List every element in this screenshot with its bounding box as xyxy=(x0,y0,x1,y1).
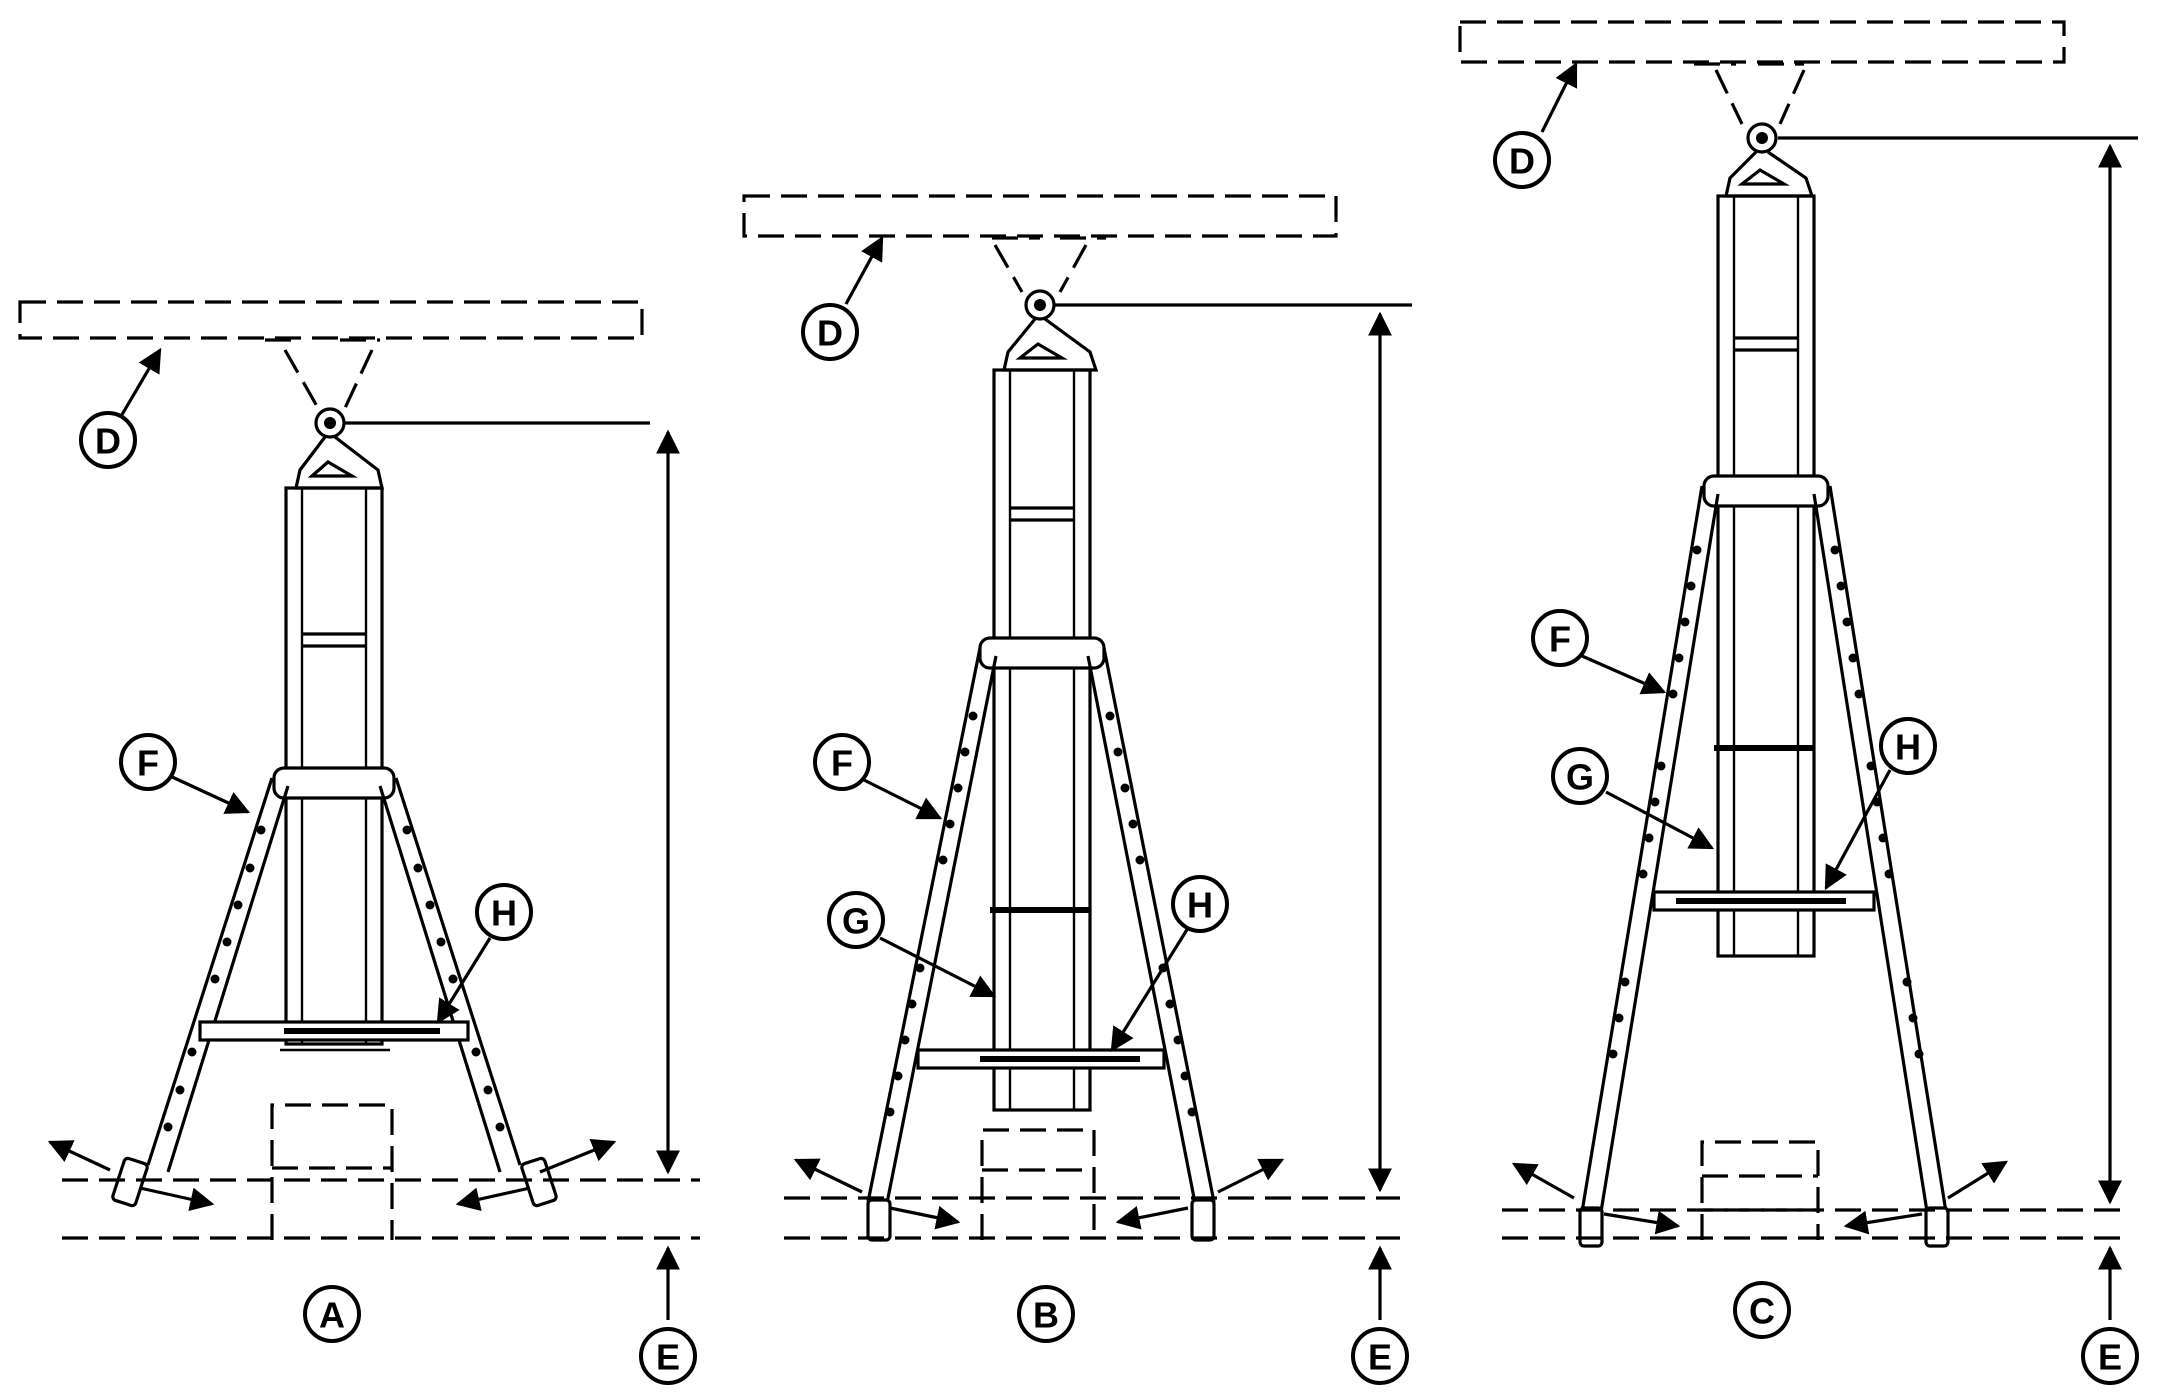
leg-right-a xyxy=(378,777,522,1173)
panel-b xyxy=(742,194,1412,1320)
svg-text:D: D xyxy=(95,421,121,462)
lifting-eye-a xyxy=(294,435,384,490)
foot-right-c xyxy=(1924,1206,1950,1248)
load-beam-a xyxy=(18,300,644,340)
panel-a xyxy=(18,300,700,1320)
callout-e-c: E xyxy=(2081,1327,2139,1385)
foot-left-b xyxy=(866,1198,892,1242)
svg-text:H: H xyxy=(491,893,517,934)
mast-c xyxy=(1716,194,1816,958)
panel-label-c: C xyxy=(1733,1281,1791,1339)
svg-text:G: G xyxy=(1566,757,1594,798)
foot-right-a xyxy=(520,1156,558,1208)
panel-label-a: A xyxy=(303,1285,361,1343)
load-beam-c xyxy=(1458,20,2066,64)
callout-f-b: F xyxy=(813,733,871,791)
callout-h-c: H xyxy=(1879,717,1937,775)
support-block-b xyxy=(980,1128,1096,1240)
svg-text:E: E xyxy=(656,1337,680,1378)
panel-label-b: B xyxy=(1017,1285,1075,1343)
svg-text:H: H xyxy=(1187,885,1213,926)
sling-b xyxy=(993,244,1088,293)
support-block-c xyxy=(1700,1140,1820,1240)
svg-text:F: F xyxy=(831,743,853,784)
mast-a xyxy=(284,486,384,1046)
svg-text:A: A xyxy=(319,1295,345,1336)
callout-e-a: E xyxy=(639,1327,697,1385)
svg-text:E: E xyxy=(1368,1337,1392,1378)
foot-right-b xyxy=(1190,1198,1216,1242)
collar-c xyxy=(1702,474,1830,508)
callout-d-b: D xyxy=(801,303,859,361)
callout-g-b: G xyxy=(827,891,885,949)
svg-text:F: F xyxy=(1549,619,1571,660)
leg-left-a xyxy=(146,777,290,1173)
sling-a xyxy=(283,349,374,409)
panel-c xyxy=(1458,20,2138,1320)
lifting-eye-b xyxy=(1002,317,1099,372)
callout-h-a: H xyxy=(475,883,533,941)
leg-holes-c xyxy=(1608,545,1924,1059)
callout-f-a: F xyxy=(119,733,177,791)
svg-text:H: H xyxy=(1895,727,1921,768)
svg-text:E: E xyxy=(2098,1337,2122,1378)
callout-h-b: H xyxy=(1171,875,1229,933)
leg-left-c xyxy=(1580,485,1720,1219)
leg-left-b xyxy=(866,647,998,1209)
svg-text:D: D xyxy=(1509,141,1535,182)
svg-text:B: B xyxy=(1033,1295,1059,1336)
callout-d-c: D xyxy=(1493,131,1551,189)
callout-d-a: D xyxy=(79,411,137,469)
foot-left-a xyxy=(111,1156,149,1208)
callout-g-c: G xyxy=(1551,747,1609,805)
load-beam-b xyxy=(742,194,1338,238)
svg-text:C: C xyxy=(1749,1291,1775,1332)
svg-text:F: F xyxy=(137,743,159,784)
leg-holes-b xyxy=(885,711,1197,1117)
leg-right-c xyxy=(1812,485,1948,1219)
callout-e-b: E xyxy=(1351,1327,1409,1385)
sling-c xyxy=(1714,69,1806,125)
leg-holes-a xyxy=(163,825,505,1132)
mast-b xyxy=(992,368,1092,1112)
collar-a xyxy=(272,766,396,800)
collar-b xyxy=(978,636,1106,670)
callout-f-c: F xyxy=(1531,609,1589,667)
support-block-a xyxy=(270,1103,394,1240)
svg-text:G: G xyxy=(842,901,870,942)
foot-left-c xyxy=(1578,1206,1604,1248)
svg-text:D: D xyxy=(817,313,843,354)
